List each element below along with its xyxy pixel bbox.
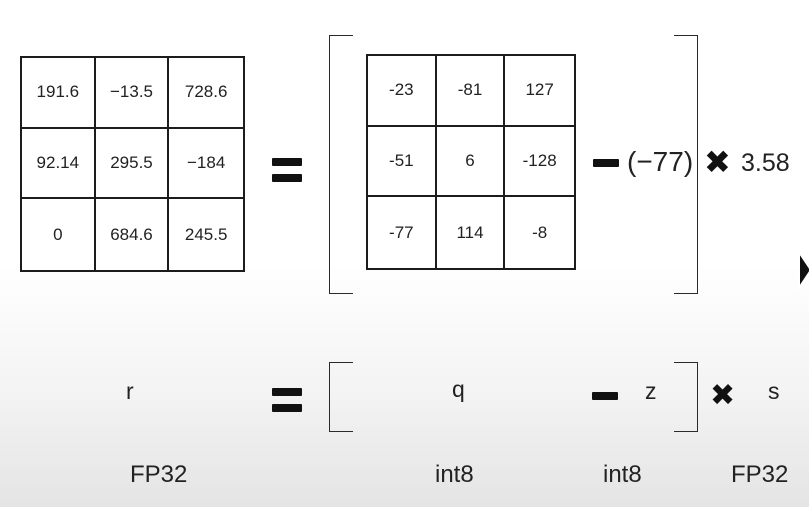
matrix-cell: 295.5 [95,128,170,200]
symbol-z: z [645,378,657,404]
matrix-cell: 245.5 [184,224,228,244]
scale-value: 3.58 [741,149,790,177]
right-bracket [674,362,698,432]
matrix-cell: 191.6 [22,58,96,129]
type-label-r: FP32 [130,461,188,488]
matrix-cell: −184 [169,129,243,200]
matrix-cell: -77 [368,197,437,268]
fp32-matrix: 191.6 −13.5 728.6 92.14 295.5 −184 0 684… [20,56,245,272]
int8-matrix: -23 -81 127 -51 6 -128 -77 114 -8 [366,54,576,270]
matrix-cell: -51 [368,126,437,198]
matrix-cell: 684.6 [96,199,170,270]
matrix-cell: -128 [505,127,574,198]
type-label-z: int8 [603,461,642,488]
minus-sign [592,392,618,400]
matrix-cell: 728.6 [169,58,243,129]
matrix-cell: -23 [368,56,437,127]
matrix-cell: -8 [532,222,548,242]
multiply-sign: ✖ [710,378,736,413]
matrix-cell: 92.14 [22,128,96,200]
multiply-sign: ✖ [704,143,731,181]
left-bracket [329,35,353,294]
matrix-cell: -81 [436,56,506,127]
zero-point-value: (−77) [627,146,694,177]
left-bracket [329,362,353,432]
symbol-q: q [452,376,465,402]
mouse-cursor-icon [798,250,809,290]
matrix-cell: 0 [22,199,96,270]
matrix-cell: −13.5 [95,58,170,129]
equals-sign [272,388,302,412]
symbol-r: r [126,378,134,404]
type-label-s: FP32 [731,461,789,488]
right-bracket [674,35,698,294]
minus-sign [593,159,619,167]
type-label-q: int8 [435,461,474,488]
matrix-cell: 127 [505,56,574,127]
matrix-cell: 6 [436,126,506,198]
matrix-cell: 114 [437,197,506,268]
equals-sign [272,158,302,182]
symbol-s: s [768,378,780,404]
